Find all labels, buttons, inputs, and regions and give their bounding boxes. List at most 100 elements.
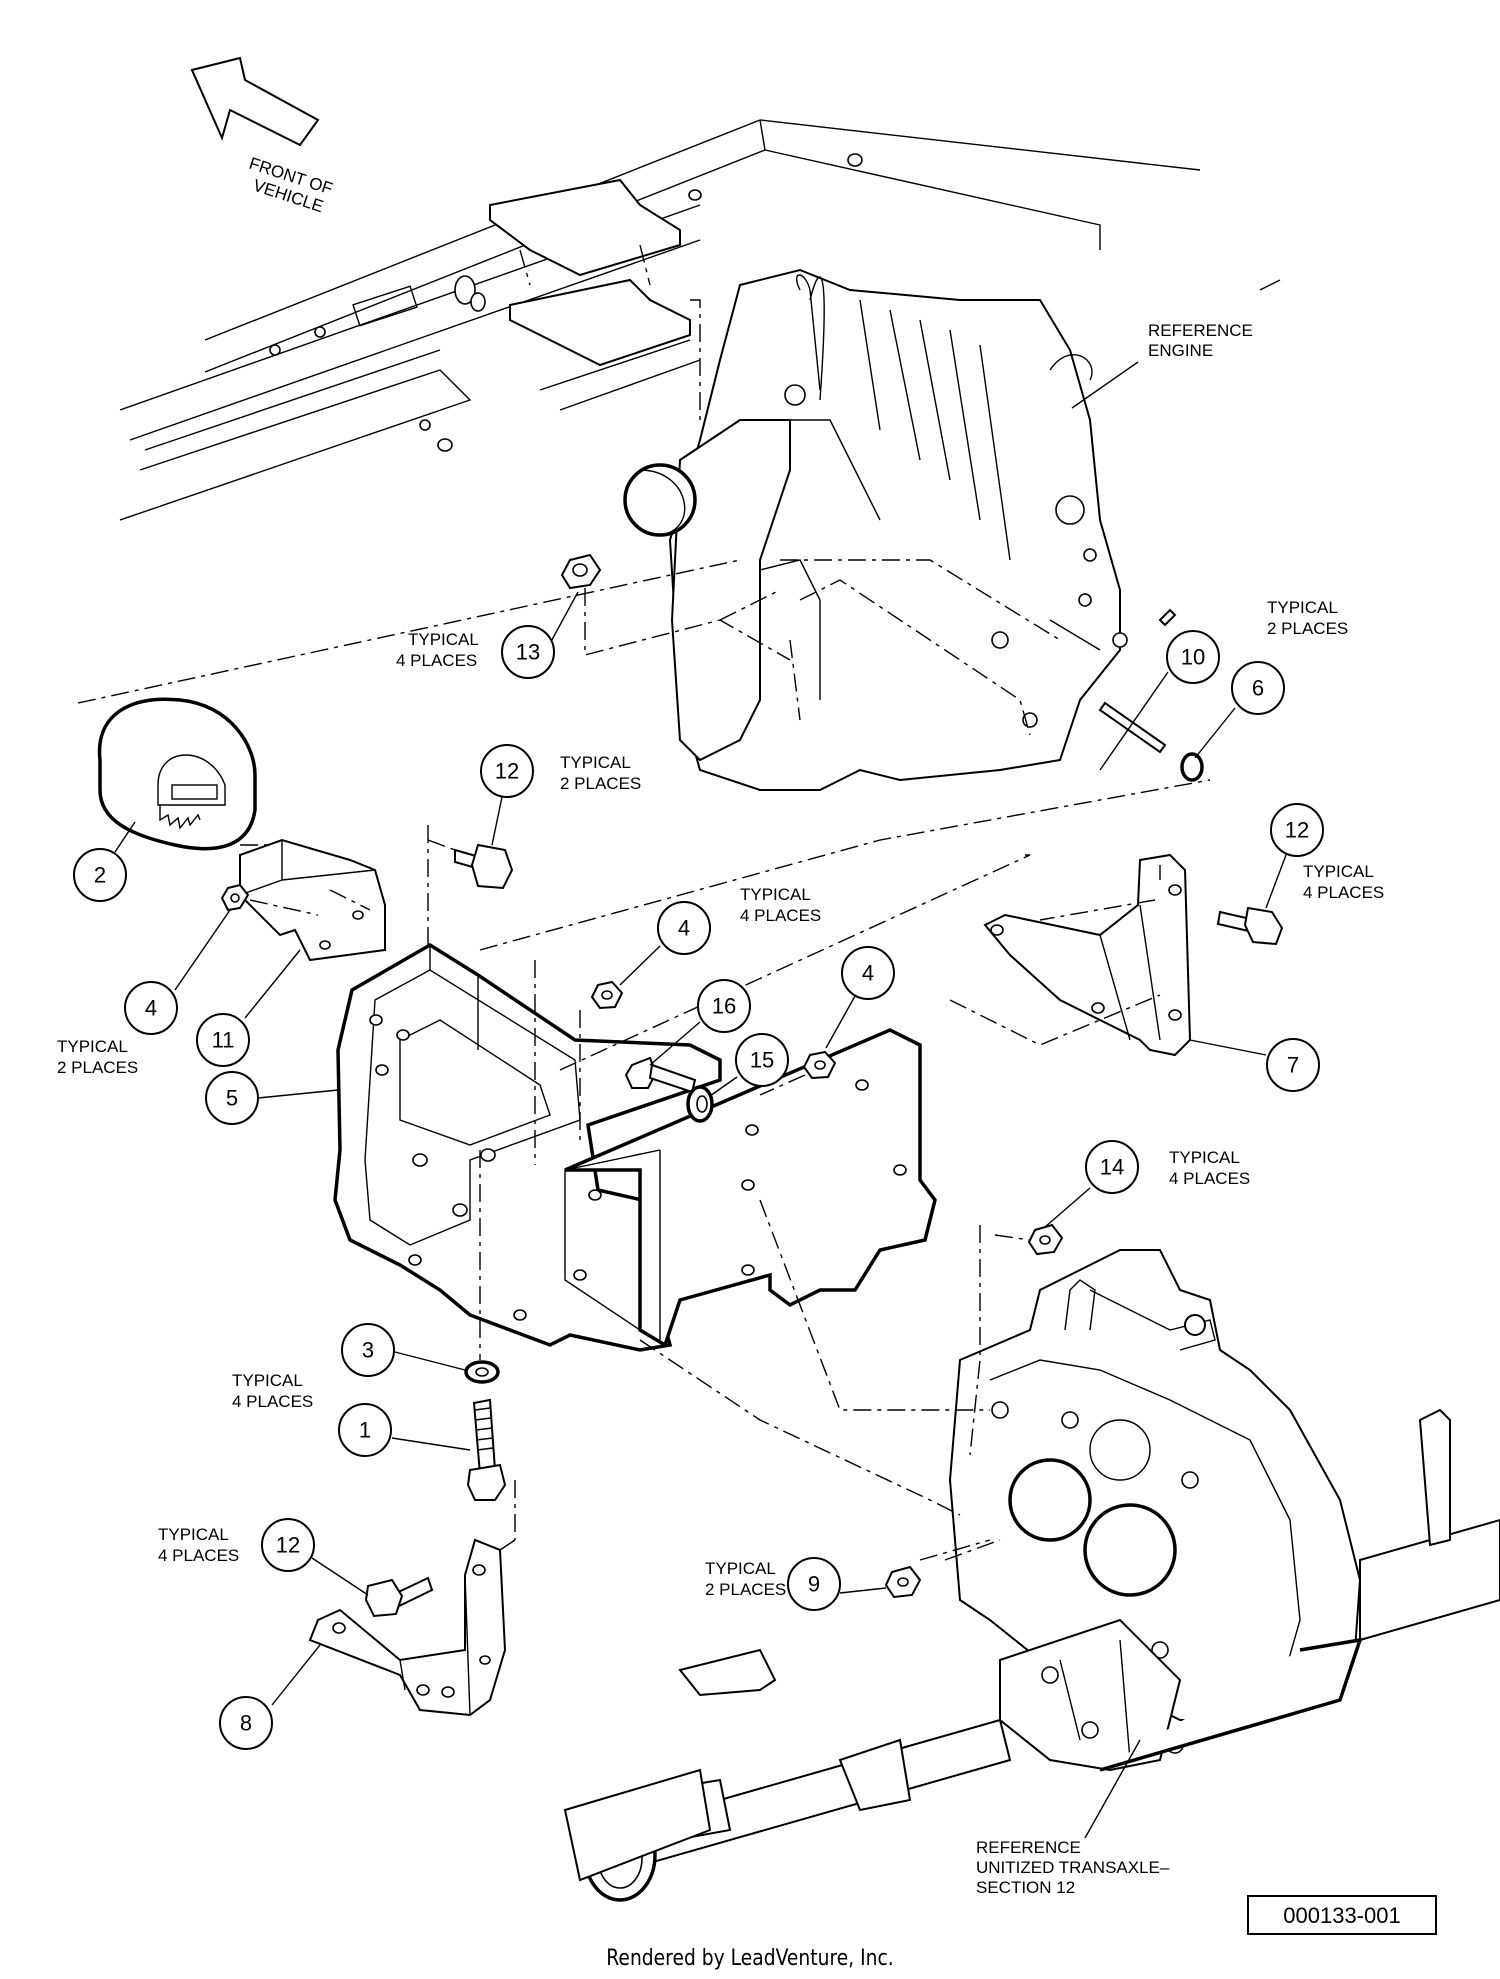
typical-note-12-bottom: TYPICAL 4 PLACES (158, 1525, 239, 1565)
typical-note-4-left-line2: 2 PLACES (57, 1058, 138, 1077)
diagram-id-box: 000133-001 (1247, 1895, 1437, 1935)
callout-7-label: 7 (1287, 1053, 1299, 1078)
callout-8-label: 8 (240, 1711, 252, 1736)
callout-16: 16 (697, 979, 751, 1033)
engine-mount-plate-5 (333, 942, 937, 1360)
bolt-1 (466, 1398, 516, 1540)
callout-15: 15 (735, 1033, 789, 1087)
typical-note-12-top-line2: 2 PLACES (560, 774, 641, 793)
callout-1-label: 1 (359, 1418, 371, 1443)
reference-transaxle: REFERENCE UNITIZED TRANSAXLE– SECTION 12 (563, 1199, 1500, 1902)
typical-note-3-line1: TYPICAL (232, 1371, 303, 1390)
typical-note-4-center: TYPICAL 4 PLACES (740, 885, 821, 925)
typical-note-12-right-line1: TYPICAL (1303, 862, 1374, 881)
typical-note-4-left: TYPICAL 2 PLACES (57, 1037, 138, 1077)
callout-12-right: 12 (1270, 803, 1324, 857)
typical-note-10-line2: 2 PLACES (1267, 619, 1348, 638)
callout-6: 6 (1231, 661, 1285, 715)
reference-engine: REFERENCE ENGINE (623, 268, 1253, 791)
callout-6-label: 6 (1252, 676, 1264, 701)
leader-lines (114, 591, 1287, 1706)
washer-3 (464, 1360, 500, 1384)
typical-note-12-bottom-line2: 4 PLACES (158, 1546, 239, 1565)
reference-transaxle-line1: REFERENCE (976, 1838, 1081, 1857)
typical-note-12-bottom-line1: TYPICAL (158, 1525, 229, 1544)
nut-9 (884, 1539, 991, 1599)
bolt-12-bottom (364, 1576, 434, 1618)
bracket-7 (949, 853, 1192, 1057)
washer-15 (686, 1085, 714, 1123)
nut-4-left (220, 883, 319, 916)
callout-2: 2 (73, 848, 127, 902)
typical-note-12-right: TYPICAL 4 PLACES (1303, 862, 1384, 902)
typical-note-10-line1: TYPICAL (1267, 598, 1338, 617)
callout-8: 8 (219, 1696, 273, 1750)
callout-10-label: 10 (1181, 645, 1205, 670)
typical-note-14-line1: TYPICAL (1169, 1148, 1240, 1167)
callout-1: 1 (338, 1403, 392, 1457)
nut-4-center (579, 980, 837, 1140)
callout-4-right-label: 4 (862, 961, 874, 986)
callout-5-label: 5 (226, 1086, 238, 1111)
callout-16-label: 16 (712, 994, 736, 1019)
callout-12-top: 12 (480, 744, 534, 798)
callout-9-label: 9 (808, 1572, 820, 1597)
callout-15-label: 15 (750, 1048, 774, 1073)
vehicle-frame (119, 119, 1281, 521)
callout-12-top-label: 12 (495, 759, 519, 784)
typical-note-12-right-line2: 4 PLACES (1303, 883, 1384, 902)
typical-note-14: TYPICAL 4 PLACES (1169, 1148, 1250, 1188)
callout-14-label: 14 (1100, 1155, 1124, 1180)
callout-4-center-label: 4 (678, 916, 690, 941)
callout-12-bottom: 12 (261, 1518, 315, 1572)
callout-3-label: 3 (362, 1338, 374, 1363)
nut-14 (994, 1223, 1064, 1256)
bolt-16 (624, 1056, 697, 1094)
typical-note-14-line2: 4 PLACES (1169, 1169, 1250, 1188)
bracket-8 (308, 1538, 516, 1717)
bracket-11 (239, 838, 386, 962)
callout-13: 13 (501, 625, 555, 679)
typical-note-3-line2: 4 PLACES (232, 1392, 313, 1411)
engine-mount-2 (77, 559, 741, 851)
callout-5: 5 (205, 1071, 259, 1125)
typical-note-4-center-line1: TYPICAL (740, 885, 811, 904)
callout-4-center: 4 (657, 901, 711, 955)
typical-note-4-center-line2: 4 PLACES (740, 906, 821, 925)
typical-note-4-left-line1: TYPICAL (57, 1037, 128, 1056)
front-of-vehicle-arrow: FRONT OF VEHICLE (190, 56, 335, 216)
callout-7: 7 (1266, 1038, 1320, 1092)
typical-note-13: TYPICAL 4 PLACES (396, 630, 479, 670)
typical-note-13-line2: 4 PLACES (396, 651, 477, 670)
callout-4-right: 4 (841, 946, 895, 1000)
flange-nut-13 (560, 553, 791, 661)
callout-9: 9 (787, 1557, 841, 1611)
callout-10: 10 (1166, 630, 1220, 684)
typical-note-12-top: TYPICAL 2 PLACES (560, 753, 641, 793)
callout-14: 14 (1085, 1140, 1139, 1194)
callout-12-right-label: 12 (1285, 818, 1309, 843)
callout-3: 3 (341, 1323, 395, 1377)
reference-transaxle-line3: SECTION 12 (976, 1878, 1075, 1897)
footer-credit: Rendered by LeadVenture, Inc. (606, 1946, 894, 1971)
callout-2-label: 2 (94, 863, 106, 888)
bolt-12-right (1216, 906, 1284, 946)
typical-note-10: TYPICAL 2 PLACES (1267, 598, 1348, 638)
typical-note-12-top-line1: TYPICAL (560, 753, 631, 772)
reference-transaxle-line2: UNITIZED TRANSAXLE– (976, 1858, 1170, 1877)
typical-note-9-line1: TYPICAL (705, 1559, 776, 1578)
diagram-id: 000133-001 (1283, 1903, 1400, 1928)
typical-note-9: TYPICAL 2 PLACES (705, 1559, 786, 1599)
reference-engine-line2: ENGINE (1148, 341, 1213, 360)
callout-4-left-label: 4 (145, 996, 157, 1021)
reference-engine-line1: REFERENCE (1148, 321, 1253, 340)
callout-11-label: 11 (212, 1028, 235, 1053)
typical-note-3: TYPICAL 4 PLACES (232, 1371, 313, 1411)
callout-4-left: 4 (124, 981, 178, 1035)
callout-13-label: 13 (516, 640, 540, 665)
callout-11: 11 (196, 1013, 250, 1067)
typical-note-9-line2: 2 PLACES (705, 1580, 786, 1599)
typical-note-13-line1: TYPICAL (408, 630, 479, 649)
callout-12-bottom-label: 12 (276, 1533, 300, 1558)
